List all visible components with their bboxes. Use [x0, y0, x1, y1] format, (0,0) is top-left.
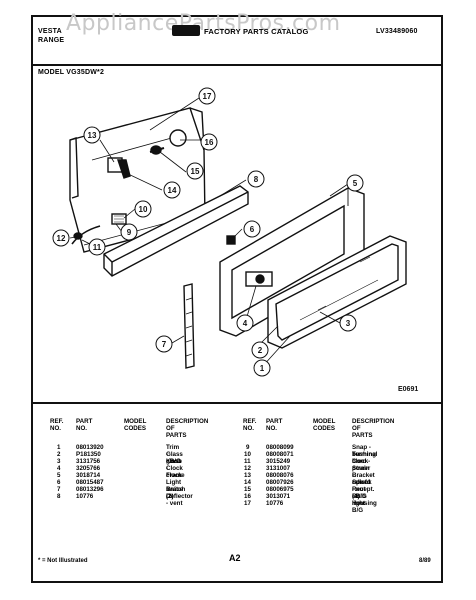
- table-cell: 08008071: [266, 451, 294, 458]
- hdr-model-l1: MODEL: [124, 418, 147, 425]
- hdr-ref-l1: REF.: [50, 418, 64, 425]
- table-cell: Bracket - clock: [352, 472, 375, 487]
- brand-line1: VESTA: [38, 28, 62, 35]
- model-line: MODEL VG35DW*2: [38, 69, 105, 76]
- table-cell: 08013920: [76, 444, 104, 451]
- table-cell: 08008076: [266, 472, 294, 479]
- table-cell: 1: [57, 444, 61, 451]
- exploded-parts-diagram: 17 13 16 15 14 10 9 12 11 8 5 6 4 3 2 1 …: [52, 87, 418, 393]
- callout-5: 5: [353, 179, 358, 188]
- callout-14: 14: [168, 186, 177, 195]
- hdr-part-l1: PART: [76, 418, 93, 425]
- table-cell: Deflector - vent: [166, 493, 193, 508]
- callout-9: 9: [127, 228, 132, 237]
- hdr-desc-l1: DESCRIPTION: [166, 418, 209, 425]
- table-cell: 08013296: [76, 486, 104, 493]
- table-cell: 08006975: [266, 486, 294, 493]
- hdr-ref-r2: NO.: [243, 425, 255, 432]
- table-cell: Knob - clock: [166, 458, 182, 480]
- footer-note: * = Not Illustrated: [38, 558, 88, 564]
- table-cell: 3205766: [76, 465, 101, 472]
- callout-13: 13: [88, 131, 97, 140]
- callout-6: 6: [250, 225, 255, 234]
- table-cell: 3013071: [266, 493, 291, 500]
- hdr-model-r1: MODEL: [313, 418, 336, 425]
- table-cell: Clock: [166, 465, 183, 472]
- hdr-part-r1: PART: [266, 418, 283, 425]
- table-cell: Frame: [166, 472, 185, 479]
- page-number: A2: [229, 553, 241, 563]
- table-cell: 3015249: [266, 458, 291, 465]
- callout-3: 3: [346, 319, 351, 328]
- callout-17: 17: [203, 92, 212, 101]
- hdr-part-r2: NO.: [266, 425, 278, 432]
- table-cell: 9: [246, 444, 250, 451]
- callout-4: 4: [243, 319, 248, 328]
- callout-1: 1: [260, 364, 265, 373]
- table-cell: Terminal block: [352, 451, 378, 466]
- table-cell: 11: [244, 458, 251, 465]
- table-cell: 10776: [76, 493, 94, 500]
- callout-15: 15: [191, 167, 200, 176]
- header-divider: [33, 64, 441, 66]
- table-cell: 3: [57, 458, 61, 465]
- table-cell: Bulb: [352, 493, 366, 500]
- hdr-desc-l2: OF PARTS: [166, 425, 187, 440]
- table-cell: P181350: [76, 451, 101, 458]
- callout-7: 7: [162, 340, 167, 349]
- table-cell: Recept. - B/G light: [352, 486, 375, 508]
- table-cell: Speed - nut (4): [352, 479, 371, 501]
- table-cell: 7: [57, 486, 61, 493]
- table-cell: Snap - bushing: [352, 444, 377, 459]
- catalog-number: LV33489060: [376, 28, 418, 35]
- hdr-model-l2: CODES: [124, 425, 147, 432]
- table-cell: 14: [244, 479, 251, 486]
- hdr-desc-r2: OF PARTS: [352, 425, 373, 440]
- table-cell: Light switch (2): [166, 479, 186, 501]
- table-cell: 8: [57, 493, 61, 500]
- table-cell: Trim - glass: [166, 444, 182, 466]
- table-cell: 08008099: [266, 444, 294, 451]
- footer-date: 8/89: [419, 558, 431, 564]
- table-cell: Strain - relief: [352, 465, 370, 487]
- table-cell: Housing B/G: [352, 500, 377, 515]
- diagram-code: E0691: [398, 386, 418, 393]
- hdr-desc-r1: DESCRIPTION: [352, 418, 395, 425]
- callout-16: 16: [205, 138, 214, 147]
- table-cell: 2: [57, 451, 61, 458]
- table-cell: 6: [57, 479, 61, 486]
- table-cell: 16: [244, 493, 251, 500]
- table-cell: 12: [244, 465, 251, 472]
- hdr-ref-r1: REF.: [243, 418, 257, 425]
- hdr-model-r2: CODES: [313, 425, 336, 432]
- table-cell: 4: [57, 465, 61, 472]
- table-cell: 08007926: [266, 479, 294, 486]
- callout-8: 8: [254, 175, 259, 184]
- table-divider: [33, 402, 441, 404]
- table-cell: 15: [244, 486, 251, 493]
- callout-12: 12: [57, 234, 66, 243]
- callout-10: 10: [139, 205, 148, 214]
- table-cell: 10: [244, 451, 251, 458]
- table-cell: Brace (2): [166, 486, 184, 501]
- table-cell: 3018714: [76, 472, 101, 479]
- table-cell: 13: [244, 472, 251, 479]
- callout-2: 2: [258, 346, 263, 355]
- catalog-title: FACTORY PARTS CATALOG: [204, 27, 309, 36]
- callout-11: 11: [93, 243, 102, 252]
- hdr-part-l2: NO.: [76, 425, 88, 432]
- brand-logo: [172, 25, 200, 36]
- table-cell: 17: [244, 500, 251, 507]
- callout-labels: 17 13 16 15 14 10 9 12 11 8 5 6 4 3 2 1 …: [57, 92, 358, 373]
- table-cell: 3131756: [76, 458, 101, 465]
- table-cell: 3131007: [266, 465, 291, 472]
- table-cell: Glass - B/G: [166, 451, 183, 466]
- brand-line2: RANGE: [38, 37, 65, 44]
- watermark: AppliancePartsPros.com: [66, 11, 341, 36]
- table-cell: 5: [57, 472, 61, 479]
- table-cell: 10776: [266, 500, 284, 507]
- table-cell: Cord - power: [352, 458, 371, 473]
- hdr-ref-l2: NO.: [50, 425, 62, 432]
- table-cell: 08015487: [76, 479, 104, 486]
